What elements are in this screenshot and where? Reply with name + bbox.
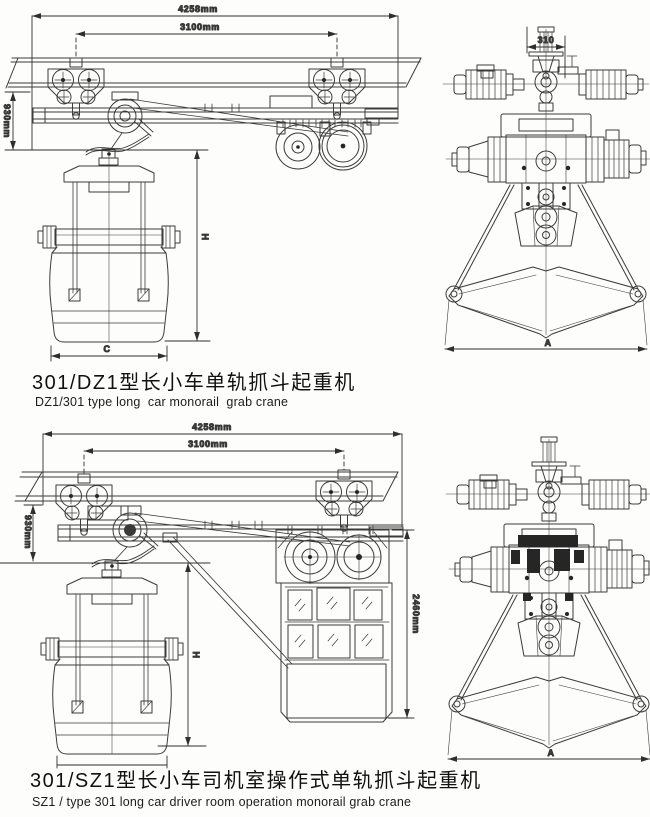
sz1-caption-english: SZ1 / type 301 long car driver room oper… <box>32 795 412 809</box>
sz1-trolley-left <box>55 473 113 536</box>
dz1-label-C: C <box>103 344 110 354</box>
dz1-caption-chinese: 301/DZ1型长小车单轨抓斗起重机 <box>32 372 356 394</box>
sz1-dim-H <box>157 562 207 747</box>
sz1-driver-cabin <box>280 582 393 723</box>
sz1-rail <box>14 471 399 502</box>
sz1-label-3100: 3100mm <box>188 439 228 449</box>
sz1-hoist-pulley <box>112 505 351 548</box>
sz1-dim-3100 <box>83 448 345 475</box>
dz1-dim-310 <box>526 26 566 79</box>
dz1-rope-drums <box>275 119 372 171</box>
dz1-label-930: 930mm <box>2 104 12 138</box>
sz1-long-car-beam <box>57 505 404 542</box>
sz1-label-2460: 2460mm <box>411 594 421 634</box>
dz1-hoist-pulley <box>107 91 349 137</box>
dz1-trolley-right <box>308 57 366 120</box>
sz1-grab-bucket <box>40 560 184 755</box>
dz1-grab-bucket <box>37 148 181 343</box>
dz1-drawing: 4258mm 3100mm 930mm H C 310 A <box>2 4 650 362</box>
dz1-label-3100: 3100mm <box>180 22 220 32</box>
dz1-caption-english: DZ1/301 type long car monorail grab cran… <box>35 395 289 409</box>
dz1-rail <box>5 57 422 89</box>
sz1-machinery-box <box>275 525 390 585</box>
dz1-label-4258: 4258mm <box>178 4 218 14</box>
sz1-front-view <box>446 437 650 759</box>
sz1-caption-chinese: 301/SZ1型长小车司机室操作式单轨抓斗起重机 <box>30 770 482 792</box>
dz1-dim-C <box>50 345 168 362</box>
sz1-bucket-width-bracket <box>56 755 168 769</box>
dz1-label-A: A <box>544 338 551 348</box>
sz1-front-view-dark-parts <box>511 535 584 601</box>
dz1-dim-H <box>164 149 211 342</box>
dz1-trolley-left <box>47 57 105 120</box>
dz1-dim-3100 <box>75 31 338 59</box>
dz1-dim-930 <box>4 91 209 151</box>
dz1-label-310: 310 <box>538 35 555 45</box>
sz1-dim-4258 <box>42 431 403 528</box>
dz1-rocker-linkage <box>85 118 154 156</box>
sz1-label-A: A <box>547 748 554 758</box>
sz1-dim-2460 <box>387 529 415 719</box>
sz1-label-4258: 4258mm <box>192 422 232 432</box>
sz1-label-930: 930mm <box>23 515 33 549</box>
sz1-drawing: 4258mm 3100mm 930mm 2460mm H A <box>0 422 650 769</box>
sz1-rocker-linkage <box>91 532 159 568</box>
dz1-front-view <box>443 27 650 349</box>
sz1-label-H: H <box>191 651 201 658</box>
sz1-cabin-strut <box>162 532 293 669</box>
dz1-label-H: H <box>200 233 210 240</box>
